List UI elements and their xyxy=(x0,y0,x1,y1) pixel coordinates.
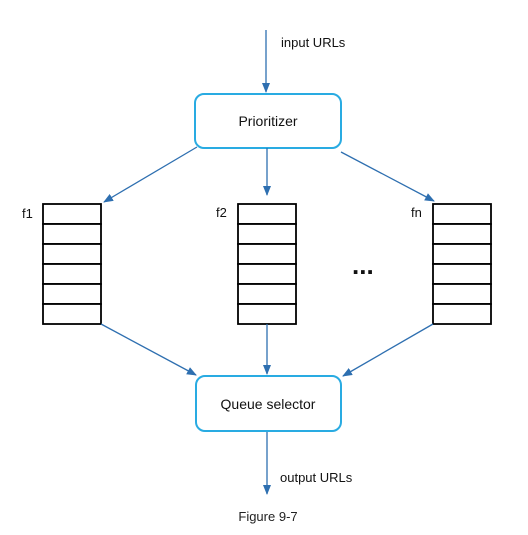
queue-cell xyxy=(42,203,102,225)
queue-cell xyxy=(42,243,102,265)
ellipsis: ... xyxy=(352,250,374,280)
queue-cell xyxy=(432,303,492,325)
output-urls-label: output URLs xyxy=(280,470,353,485)
queue-cell xyxy=(237,303,297,325)
queue-cell xyxy=(432,263,492,285)
arrow-from-fn xyxy=(342,323,434,377)
prioritizer-node: Prioritizer xyxy=(194,93,342,149)
queue-cell xyxy=(237,243,297,265)
queue-cell xyxy=(432,283,492,305)
queue-f1: f1 xyxy=(22,203,102,325)
queue-cell xyxy=(237,263,297,285)
queue-f1-label: f1 xyxy=(22,206,33,221)
queue-cell xyxy=(42,303,102,325)
queue-f2: f2 xyxy=(216,203,297,325)
queue-cell xyxy=(432,223,492,245)
queue-cell xyxy=(432,203,492,225)
queue-fn-label: fn xyxy=(411,205,422,220)
queue-selector-label: Queue selector xyxy=(221,396,316,412)
arrow-from-f1 xyxy=(100,323,197,376)
queue-fn: fn xyxy=(411,203,492,325)
queue-cell xyxy=(237,223,297,245)
queue-f2-label: f2 xyxy=(216,205,227,220)
queue-cell xyxy=(42,263,102,285)
queue-cell xyxy=(42,283,102,305)
queue-cell xyxy=(42,223,102,245)
figure-caption: Figure 9-7 xyxy=(238,509,297,524)
arrow-to-fn xyxy=(340,151,435,202)
prioritizer-label: Prioritizer xyxy=(238,113,297,129)
queue-cell xyxy=(237,283,297,305)
queue-selector-node: Queue selector xyxy=(195,375,342,432)
queue-cell xyxy=(432,243,492,265)
queue-cell xyxy=(237,203,297,225)
input-urls-label: input URLs xyxy=(281,35,346,50)
arrow-to-f1 xyxy=(103,146,198,203)
